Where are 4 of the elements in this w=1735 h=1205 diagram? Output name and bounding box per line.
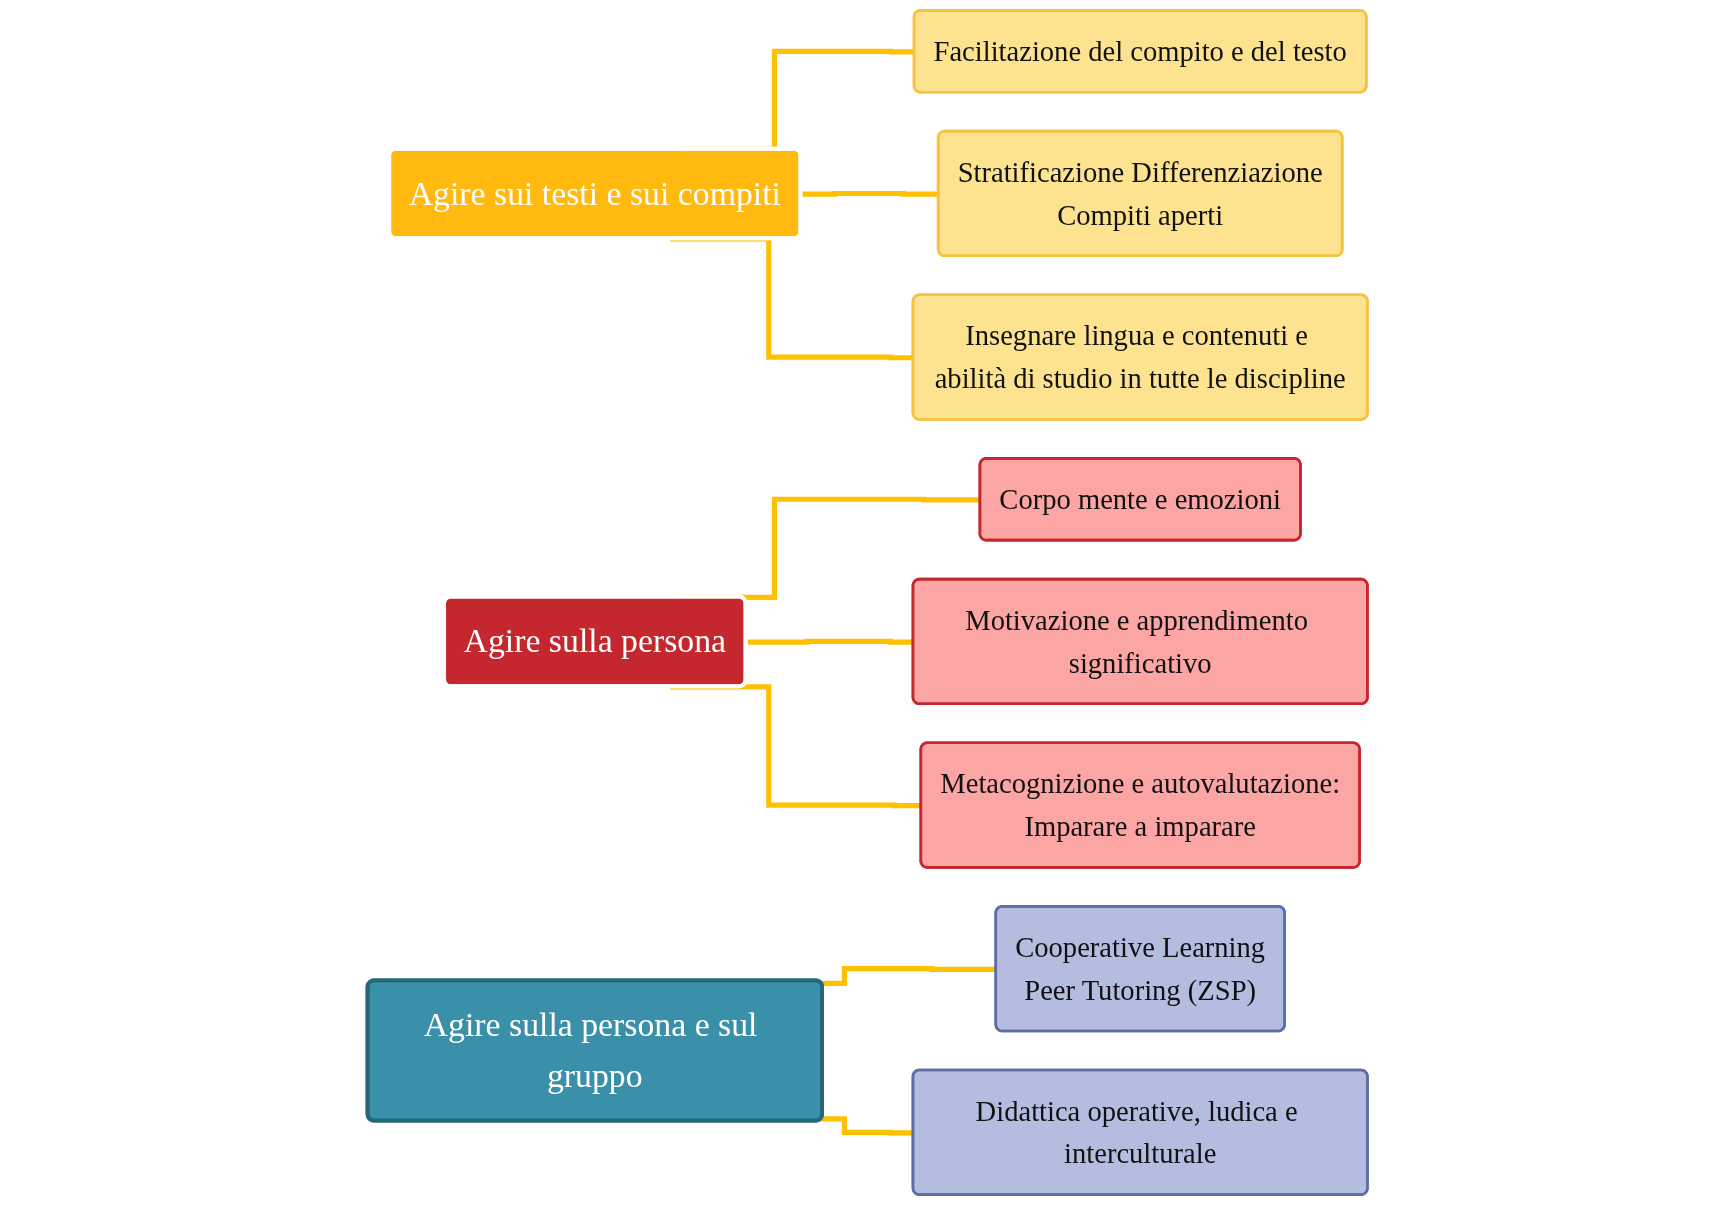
connector xyxy=(821,966,997,986)
connector xyxy=(801,190,939,197)
connector xyxy=(746,638,914,645)
connector xyxy=(821,1116,914,1136)
